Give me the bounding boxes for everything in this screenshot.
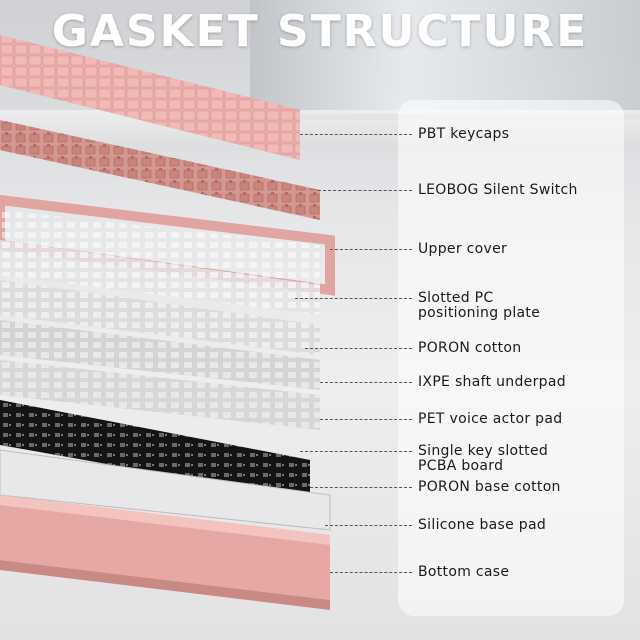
label-pc-plate: Slotted PC positioning plate (418, 291, 608, 321)
leader-ixpe (320, 382, 412, 383)
leader-silicone-pad (325, 525, 412, 526)
label-pc-plate-line2: positioning plate (418, 305, 541, 321)
layer-upper-cover (0, 194, 335, 296)
label-bottom-case: Bottom case (418, 564, 510, 580)
label-panel (398, 100, 624, 616)
layer-bottom-case (0, 495, 330, 610)
label-pet-pad: PET voice actor pad (418, 411, 563, 427)
leader-keycaps (300, 134, 412, 135)
label-ixpe: IXPE shaft underpad (418, 374, 566, 390)
leader-pc-plate (295, 298, 412, 299)
layer-poron-cotton (0, 280, 320, 355)
label-pcba-line2: PCBA board (418, 458, 504, 474)
leader-poron-cotton (305, 348, 412, 349)
label-pcba-line1: Single key slotted (418, 443, 549, 459)
leader-pcba (300, 451, 412, 452)
leader-pet-pad (320, 419, 412, 420)
leader-bottom-case (330, 572, 412, 573)
layer-pc-plate (0, 240, 320, 315)
label-pcba: Single key slotted PCBA board (418, 444, 608, 474)
layer-switches (0, 120, 320, 220)
label-silicone-pad: Silicone base pad (418, 517, 547, 533)
label-poron-base: PORON base cotton (418, 479, 561, 495)
layer-ixpe (0, 320, 320, 390)
page-title: GASKET STRUCTURE (51, 6, 589, 57)
label-upper-cover: Upper cover (418, 241, 508, 257)
leader-poron-base (310, 487, 412, 488)
label-keycaps: PBT keycaps (418, 126, 510, 142)
leader-switches (318, 190, 412, 191)
label-switches: LEOBOG Silent Switch (418, 182, 578, 198)
layer-pet-pad (0, 360, 320, 430)
layer-keycaps (0, 35, 300, 160)
leader-upper-cover (330, 249, 412, 250)
label-pc-plate-line1: Slotted PC (418, 290, 494, 306)
label-poron-cotton: PORON cotton (418, 340, 522, 356)
layer-pcba (0, 400, 310, 500)
layer-silicone-pad (0, 449, 331, 531)
